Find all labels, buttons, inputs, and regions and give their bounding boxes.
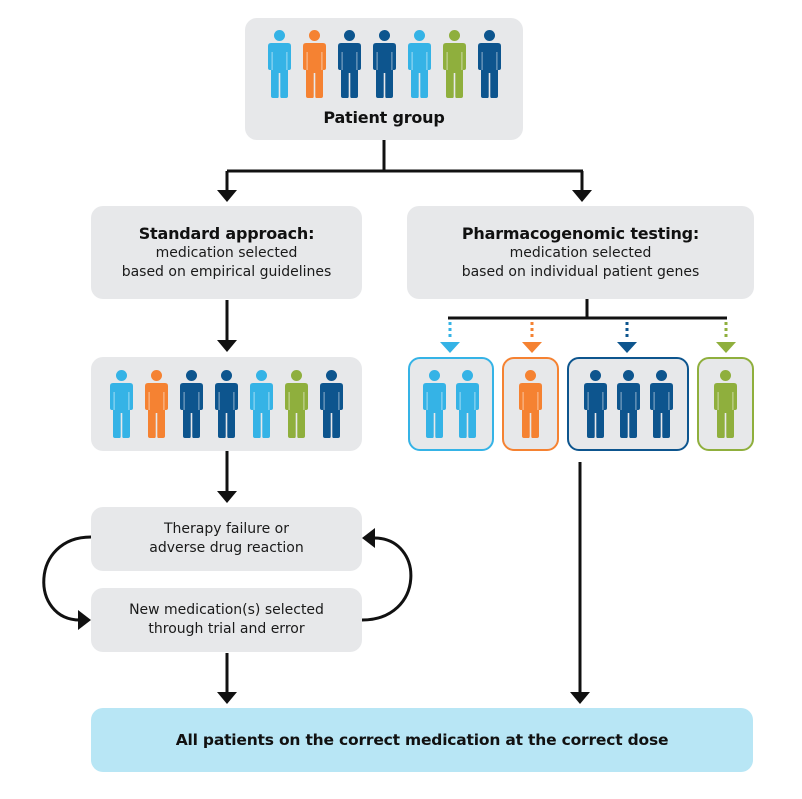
person-icon [477,30,501,98]
pharma-split-connector [448,299,727,320]
person-icon [519,370,542,438]
pharmacogenomic-line2: based on individual patient genes [461,263,700,280]
new-medication-line1: New medication(s) selected [129,602,324,618]
group-people [423,370,479,438]
pharmacogenomic-box: Pharmacogenomic testing: medication sele… [407,206,754,299]
person-icon [320,370,343,438]
standard-people-box [91,357,362,451]
gene-group-orange [502,357,559,451]
person-icon [423,370,446,438]
person-icon [649,370,673,438]
arrow-head [217,190,237,202]
arrow-head-dark-blue [617,342,637,353]
therapy-failure-box: Therapy failure or adverse drug reaction [91,507,362,571]
standard-approach-box: Standard approach: medication selected b… [91,206,362,299]
gene-group-green [697,357,754,451]
person-icon [145,370,168,438]
person-icon [110,370,133,438]
therapy-failure-line1: Therapy failure or [164,521,289,537]
arrow-head-orange [522,342,542,353]
person-icon [714,370,737,438]
loop-arrow-left [42,535,92,622]
person-icon [456,370,479,438]
person-icon [250,370,273,438]
patient-group-label: Patient group [323,108,445,127]
arrow-head [217,692,237,704]
person-icon [180,370,203,438]
standard-people [110,370,343,438]
person-icon [285,370,308,438]
arrow-head [362,528,375,548]
new-medication-line2: through trial and error [148,621,305,637]
group-people [583,370,673,438]
arrow-head-light-blue [440,342,460,353]
loop-arrow-right [361,536,413,622]
standard-approach-line1: medication selected [155,244,298,261]
group-people [519,370,542,438]
person-icon [337,30,361,98]
person-icon [583,370,607,438]
arrow-head [570,692,590,704]
therapy-failure-line2: adverse drug reaction [149,540,304,556]
standard-approach-title: Standard approach: [138,223,315,243]
person-icon [407,30,431,98]
arrow-head [572,190,592,202]
patient-group-people [267,30,501,98]
gene-group-light-blue [408,357,494,451]
pharmacogenomic-line1: medication selected [509,244,652,261]
person-icon [616,370,640,438]
split-connector [225,140,584,192]
arrow-head [78,610,91,630]
person-icon [442,30,466,98]
person-icon [372,30,396,98]
arrow-head [217,491,237,503]
patient-group-box: Patient group [245,18,523,140]
person-icon [302,30,326,98]
arrow-head [217,340,237,352]
person-icon [215,370,238,438]
person-icon [267,30,291,98]
gene-group-dark-blue [567,357,689,451]
outcome-box: All patients on the correct medication a… [91,708,753,772]
new-medication-box: New medication(s) selected through trial… [91,588,362,652]
pharmacogenomic-title: Pharmacogenomic testing: [461,223,700,243]
arrow-head-green [716,342,736,353]
standard-approach-line2: based on empirical guidelines [121,263,332,280]
group-people [714,370,737,438]
outcome-label: All patients on the correct medication a… [175,731,669,749]
dotted-branches [448,322,728,340]
